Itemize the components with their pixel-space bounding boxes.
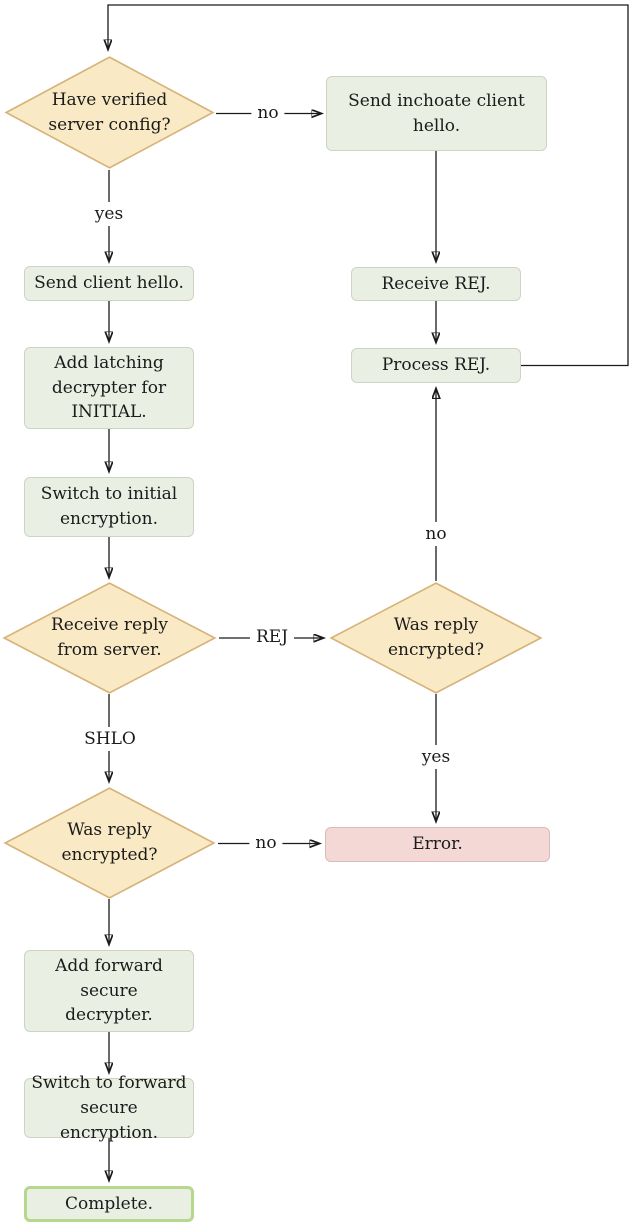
- process-switch-to-initial-encryption: Switch to initial encryption.: [24, 477, 194, 537]
- process-add-latching-decrypter: Add latching decrypter for INITIAL.: [24, 347, 194, 429]
- node-label: Send client hello.: [34, 273, 184, 293]
- node-label: Receive reply from server.: [50, 615, 169, 660]
- edge-label-yes-verified: yes: [88, 202, 130, 226]
- edge-label-yes-encrypted-rej: yes: [415, 745, 457, 769]
- node-label: Complete.: [64, 1193, 154, 1214]
- process-add-forward-secure-decrypter: Add forward secure decrypter.: [24, 950, 194, 1032]
- node-label: Was reply encrypted?: [387, 615, 485, 660]
- decision-was-reply-encrypted-shlo: Was reply encrypted?: [3, 787, 216, 899]
- node-label: Add latching decrypter for INITIAL.: [51, 352, 167, 423]
- edge-label-no-encrypted-shlo: no: [249, 831, 283, 855]
- edge-label-rej: REJ: [249, 625, 295, 649]
- process-send-inchoate-client-hello: Send inchoate client hello.: [326, 76, 547, 151]
- node-label: Switch to forward secure encryption.: [31, 1072, 187, 1143]
- process-send-client-hello: Send client hello.: [24, 266, 194, 301]
- process-receive-rej: Receive REJ.: [351, 267, 521, 301]
- edge-label-shlo: SHLO: [78, 727, 142, 751]
- decision-have-verified-server-config: Have verified server config?: [4, 56, 215, 169]
- process-process-rej: Process REJ.: [351, 348, 521, 383]
- process-switch-to-forward-secure-encryption: Switch to forward secure encryption.: [24, 1073, 194, 1143]
- node-label: Send inchoate client hello.: [348, 90, 525, 136]
- diamond-shape: [3, 787, 216, 899]
- diamond-shape: [4, 56, 215, 169]
- process-error: Error.: [325, 827, 550, 862]
- decision-receive-reply-from-server: Receive reply from server.: [2, 582, 217, 694]
- node-label: Receive REJ.: [381, 273, 491, 294]
- node-label: Have verified server config?: [48, 89, 171, 135]
- decision-was-reply-encrypted-rej: Was reply encrypted?: [329, 582, 543, 694]
- node-label: Was reply encrypted?: [61, 820, 158, 865]
- node-label: Switch to initial encryption.: [40, 484, 178, 529]
- diamond-shape: [329, 582, 543, 694]
- edge-process-rej-loop-to-have-verified: [108, 4, 629, 367]
- edge-label-no-encrypted-rej: no: [419, 522, 453, 546]
- node-label: Add forward secure decrypter.: [55, 955, 163, 1026]
- diamond-shape: [2, 582, 217, 694]
- node-label: Process REJ.: [381, 355, 491, 375]
- terminal-complete: Complete.: [24, 1186, 194, 1222]
- node-label: Error.: [412, 834, 463, 854]
- edge-label-no-verified: no: [251, 101, 285, 125]
